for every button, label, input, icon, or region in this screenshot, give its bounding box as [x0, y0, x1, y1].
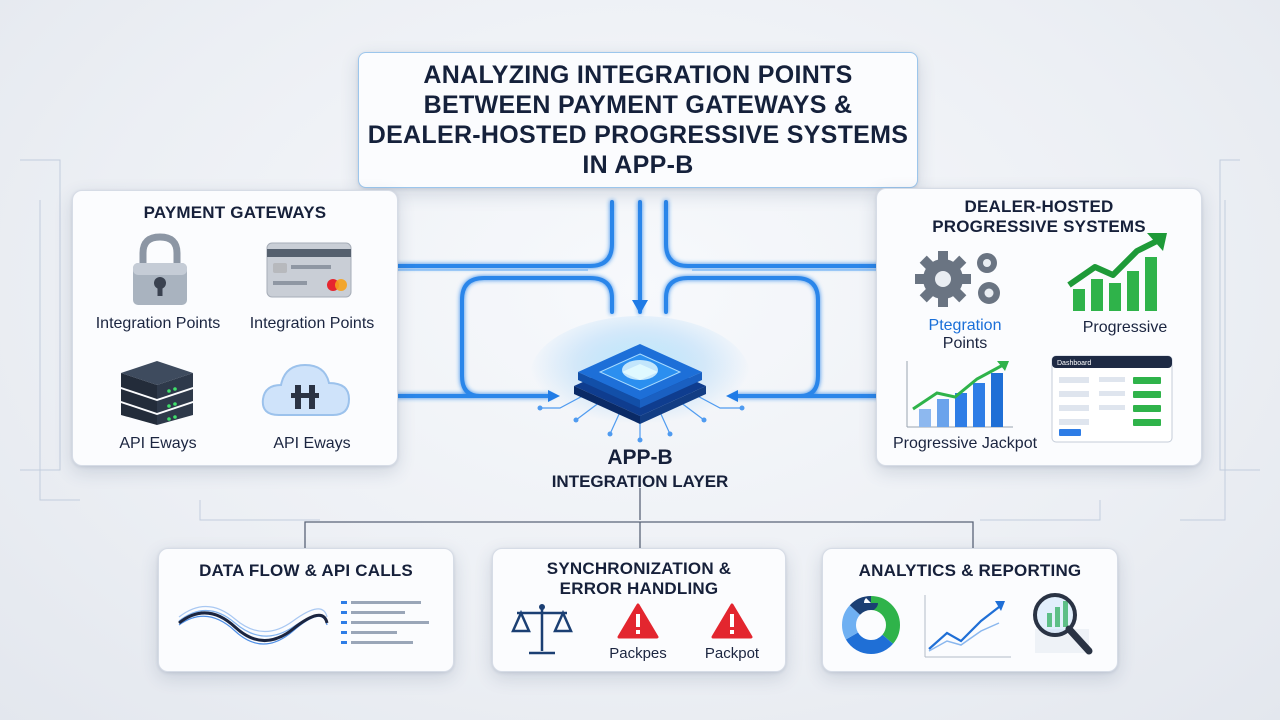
- core-label-line-2: INTEGRATION LAYER: [551, 472, 729, 491]
- integration-points-label-1: Integration Points: [95, 315, 221, 332]
- padlock-icon: [129, 233, 191, 307]
- data-flow-panel: DATA FLOW & API CALLS: [158, 548, 454, 672]
- analytics-panel: ANALYTICS & REPORTING: [822, 548, 1118, 672]
- dashboard-title: Dashboard: [1057, 360, 1091, 367]
- analytics-heading: ANALYTICS & REPORTING: [858, 561, 1082, 580]
- title-line-4: IN APP-B: [582, 151, 694, 179]
- packpot-label: Packpot: [704, 645, 760, 662]
- core-label-line-1: APP-B: [607, 446, 673, 469]
- ptegration-label-line-2: Points: [942, 335, 988, 352]
- api-eways-label-1: API Eways: [119, 435, 197, 452]
- data-flow-heading: DATA FLOW & API CALLS: [199, 561, 413, 580]
- warning-icon: [711, 603, 753, 639]
- cloud-icon: [259, 355, 353, 421]
- progressive-systems-panel: DEALER-HOSTED PROGRESSIVE SYSTEMS: [876, 188, 1202, 466]
- gears-icon: [913, 245, 1009, 311]
- title-line-1: ANALYZING INTEGRATION POINTS: [423, 61, 853, 89]
- progressive-systems-heading-line-1: DEALER-HOSTED: [964, 197, 1114, 216]
- api-eways-label-2: API Eways: [273, 435, 351, 452]
- title-line-3: DEALER-HOSTED PROGRESSIVE SYSTEMS: [367, 121, 909, 149]
- bar-chart-icon: [903, 359, 1015, 431]
- sync-error-panel: SYNCHRONIZATION & ERROR HANDLING Packpes: [492, 548, 786, 672]
- packpes-label: Packpes: [609, 645, 667, 662]
- chip-icon: [520, 316, 760, 450]
- sync-heading-line-2: ERROR HANDLING: [559, 579, 719, 598]
- payment-gateways-panel: PAYMENT GATEWAYS Integration Points Inte…: [72, 190, 398, 466]
- dashboard-icon: Dashboard: [1051, 355, 1173, 443]
- growth-chart-icon: [1065, 231, 1169, 313]
- sync-heading-line-1: SYNCHRONIZATION &: [546, 559, 732, 578]
- warning-icon: [617, 603, 659, 639]
- progressive-jackpot-label: Progressive Jackpot: [892, 435, 1038, 452]
- payment-gateways-heading: PAYMENT GATEWAYS: [143, 203, 327, 222]
- title-line-2: BETWEEN PAYMENT GATEWAYS &: [423, 91, 853, 119]
- ptegration-label-line-1: Ptegration: [928, 317, 1002, 334]
- server-stack-icon: [119, 359, 195, 427]
- analytics-icon: [839, 589, 1101, 665]
- waveform-icon: [177, 591, 439, 661]
- credit-card-icon: [265, 241, 353, 299]
- title-panel: ANALYZING INTEGRATION POINTS BETWEEN PAY…: [358, 52, 918, 188]
- progressive-label: Progressive: [1082, 319, 1168, 336]
- progressive-systems-heading-line-2: PROGRESSIVE SYSTEMS: [932, 217, 1146, 236]
- integration-points-label-2: Integration Points: [249, 315, 375, 332]
- scale-icon: [511, 601, 573, 659]
